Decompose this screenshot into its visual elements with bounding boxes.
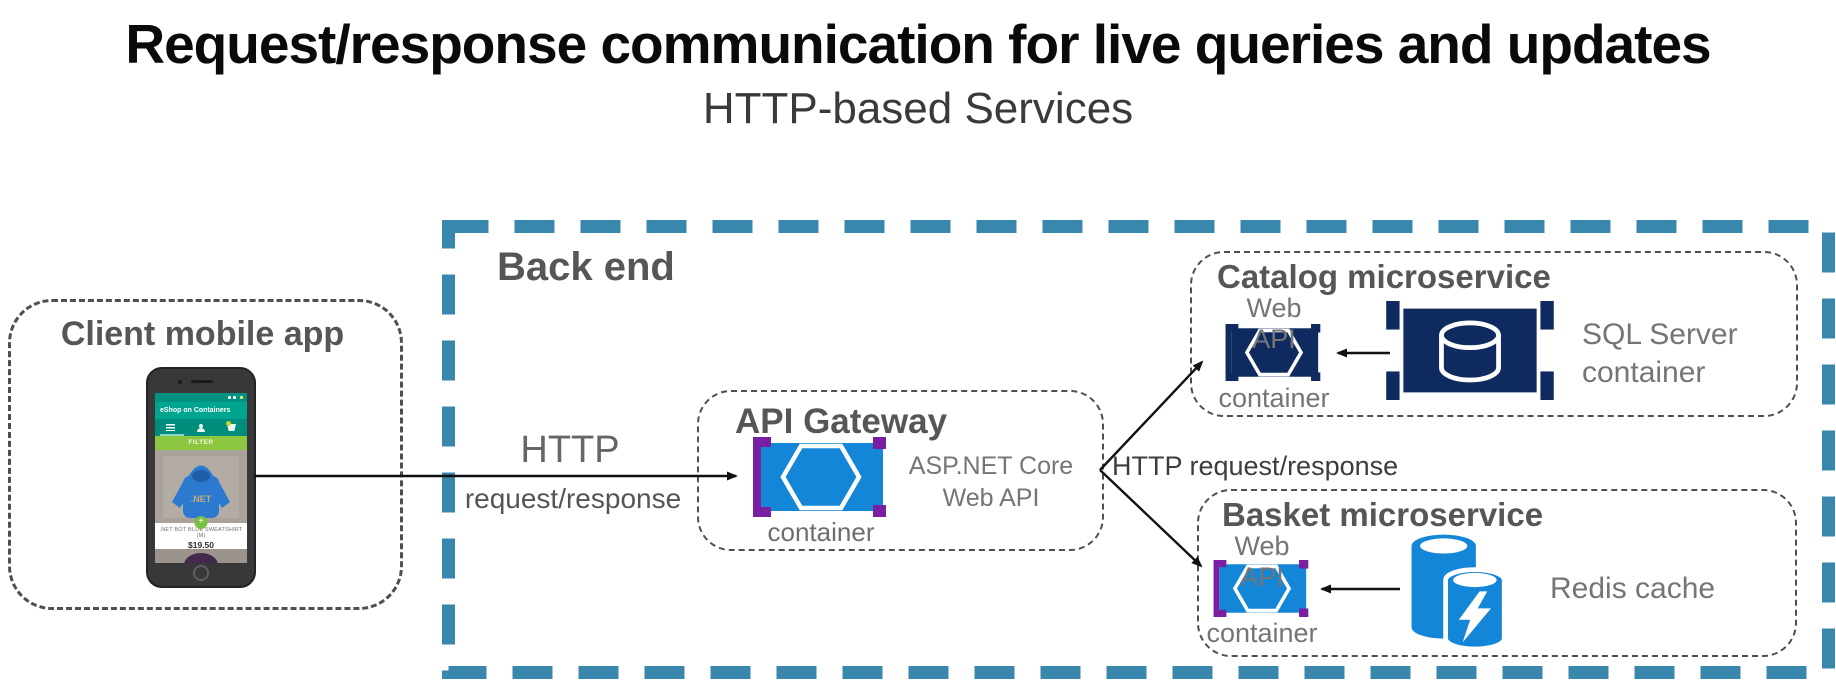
phone-app-title: eShop on Containers [155,402,247,419]
catalog-heading: Catalog microservice [1217,258,1551,295]
status-clock-icon [240,396,243,399]
page-title: Request/response communication for live … [125,13,1711,75]
phone-status-bar [155,393,247,402]
gateway-container-caption: container [767,517,875,547]
sql-server-label-line1: SQL Server [1582,318,1738,351]
product-price: $19.50 [188,540,214,550]
edge-label-http: HTTP [520,429,620,471]
cart-icon[interactable] [227,424,236,431]
status-battery-icon [233,396,236,399]
purple-hoodie-illustration [184,553,218,563]
sql-server-label: SQL Server container [1582,316,1738,392]
product-name: .NET BOT BLUE SWEATSHIRT (M) [159,527,243,539]
phone-home-button[interactable] [193,565,209,581]
arrow-gateway-to-basket [1099,469,1203,568]
gateway-tech-line2: Web API [942,484,1040,512]
filter-button[interactable]: FILTER [155,436,247,450]
edge-label-fork: HTTP request/response [1112,451,1399,481]
api-gateway-heading: API Gateway [735,402,948,441]
phone-camera-icon [178,380,182,384]
menu-icon[interactable] [166,424,175,431]
profile-icon[interactable] [197,423,205,432]
client-box-heading: Client mobile app [60,315,345,353]
sql-server-label-line2: container [1582,356,1706,389]
page-subtitle: HTTP-based Services [702,84,1134,133]
redis-cache-label: Redis cache [1550,572,1716,605]
catalog-container-caption: container [1218,383,1330,413]
edge-label-reqres: request/response [464,483,682,514]
gateway-container-icon [753,437,886,517]
gateway-tech-line1: ASP.NET Core [908,452,1074,480]
client-mobile-app-box [8,299,403,610]
status-signal-icon [228,396,231,399]
redis-cache-icon [1411,534,1507,650]
catalog-webapi-caption: Web API [1246,293,1302,354]
active-tab-underline [160,434,184,436]
phone-nav-bar [155,419,247,436]
basket-container-caption: container [1206,618,1318,648]
cart-badge [226,421,231,426]
svg-text:.NET: .NET [191,494,212,504]
client-phone: eShop on Containers FILTER .NET [146,367,256,588]
phone-speaker [191,380,213,383]
basket-heading: Basket microservice [1222,496,1544,533]
backend-heading: Back end [497,245,675,289]
phone-screen: eShop on Containers FILTER .NET [155,393,247,563]
hoodie-illustration: .NET [155,450,247,523]
product-image: .NET + [155,450,247,529]
gateway-tech-label: ASP.NET Core Web API [903,450,1079,514]
next-product-image [155,549,247,563]
basket-webapi-caption: Web API [1234,531,1290,592]
sql-server-icon [1386,301,1554,400]
add-to-cart-button[interactable]: + [194,516,208,529]
